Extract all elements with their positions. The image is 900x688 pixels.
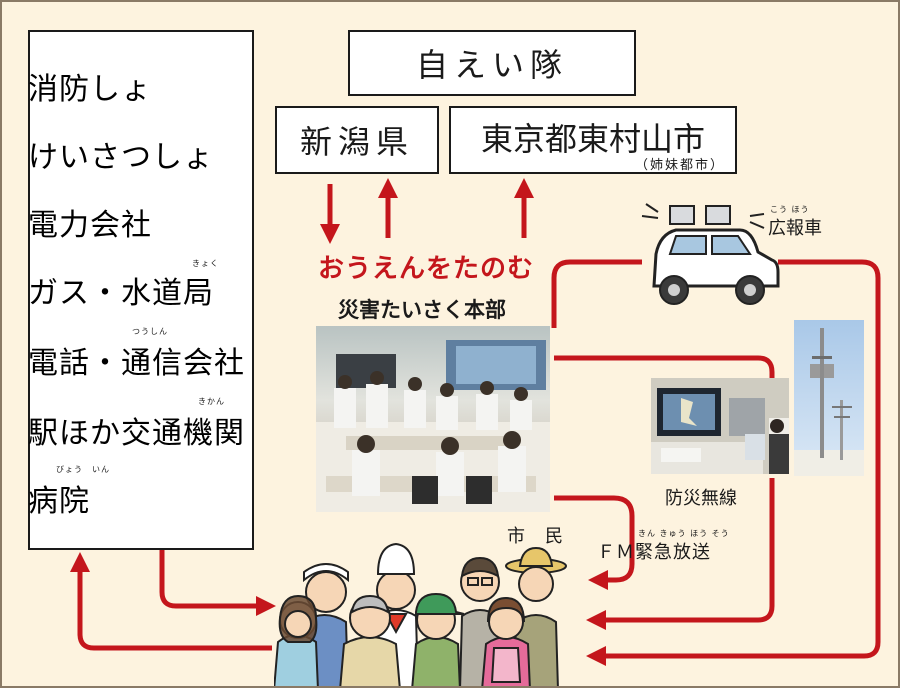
org-police-station: けいさつしょ bbox=[28, 140, 214, 175]
fm-label: ＦＭ緊急放送 bbox=[597, 542, 711, 563]
arrow-citizens-to-orgs bbox=[70, 552, 272, 651]
org-telecom-ruby: つうしん bbox=[132, 327, 168, 336]
car-ruby: こう ほう bbox=[770, 205, 810, 214]
sdf-box: 自えい隊 bbox=[348, 30, 636, 96]
org-telecom: 電話・通信会社 bbox=[28, 346, 245, 381]
radio-room-illustration bbox=[651, 378, 789, 474]
fm-ruby: きん きゅう ほう そう bbox=[638, 529, 730, 538]
tokyo-note: （姉妹都市） bbox=[634, 158, 725, 173]
org-hospital: 病院 bbox=[28, 484, 90, 519]
citizens-label: 市民 bbox=[507, 526, 583, 547]
hq-label: 災害たいさく本部 bbox=[338, 298, 506, 322]
antenna-pole-illustration bbox=[794, 328, 864, 476]
car-label: 広報車 bbox=[768, 218, 822, 239]
antenna-pole-photo bbox=[794, 320, 864, 476]
pr-car-icon bbox=[641, 203, 780, 305]
radio-room-photo bbox=[651, 378, 789, 474]
arrow-hq-to-orgs bbox=[159, 550, 276, 616]
org-gas-water: ガス・水道局 bbox=[28, 276, 214, 311]
arrow-radio-to-citizens bbox=[586, 478, 775, 630]
org-transport: 駅ほか交通機関 bbox=[28, 416, 245, 451]
arrow-hq-to-car bbox=[551, 259, 642, 328]
request-label: おうえんをたのむ bbox=[318, 254, 535, 284]
organizations-box bbox=[28, 30, 254, 550]
arrow-hq-to-radio bbox=[554, 355, 775, 378]
arrow-car-to-citizens bbox=[586, 259, 881, 666]
org-fire-station: 消防しょ bbox=[28, 72, 152, 107]
niigata-box: 新潟県 bbox=[275, 106, 439, 174]
tokyo-box: 東京都東村山市 （姉妹都市） bbox=[449, 106, 737, 174]
org-hospital-ruby: びょう いん bbox=[56, 465, 110, 474]
org-gas-water-ruby: きょく bbox=[192, 259, 219, 268]
hq-photo bbox=[316, 326, 550, 512]
arrow-hq-to-fm bbox=[554, 495, 635, 590]
radio-label: 防災無線 bbox=[665, 488, 737, 509]
hq-photo-illustration bbox=[316, 340, 550, 512]
citizens-illustration bbox=[274, 542, 567, 686]
tokyo-name: 東京都東村山市 bbox=[480, 120, 705, 158]
org-transport-ruby: きかん bbox=[198, 397, 225, 406]
org-power-company: 電力会社 bbox=[28, 208, 152, 243]
